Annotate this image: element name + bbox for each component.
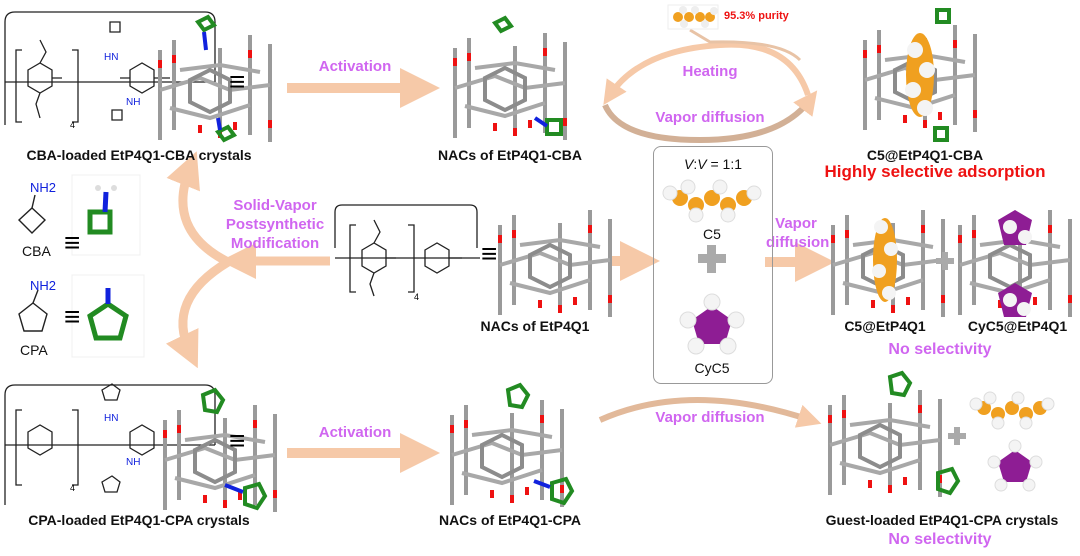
purity-label: 95.3% purity <box>724 10 789 22</box>
nac-cba-model <box>453 15 567 142</box>
repeat-count-bottom: 4 <box>70 483 76 493</box>
cpa-host-model <box>163 387 277 514</box>
vapor-diffusion-label-bottom: Vapor diffusion <box>655 409 765 426</box>
vapor-diffusion-label-mid: Vapor diffusion <box>766 214 830 252</box>
hn-label-top: HN <box>104 52 119 63</box>
recovered-c5-molecule <box>667 4 719 30</box>
equiv-sign-cpa: ≡ <box>64 301 81 332</box>
c5-etp4q1-model <box>831 208 945 319</box>
c5-molecule <box>662 179 762 223</box>
heating-label: Heating <box>682 63 738 80</box>
c5-label: C5 <box>703 226 721 242</box>
vapor-line-1: Vapor <box>775 215 817 232</box>
cba-nh2: NH2 <box>30 180 57 195</box>
nh-label-top: NH <box>126 97 141 108</box>
vapor-diffusion-arc <box>602 90 818 144</box>
repeat-count-mid: 4 <box>414 292 420 302</box>
cyc5-label: CyC5 <box>694 360 730 376</box>
guest-mixture-box <box>653 146 773 384</box>
nh-label-bottom: NH <box>126 457 141 468</box>
modification-arrow-down <box>165 258 231 369</box>
hn-label-bottom: HN <box>104 413 119 424</box>
modification-arrow-up <box>166 151 231 267</box>
vapor-diffusion-label-top: Vapor diffusion <box>655 109 765 126</box>
heating-arc <box>603 41 811 105</box>
etp4q1-host-model <box>498 208 612 319</box>
nac-cba-label: NACs of EtP4Q1-CBA <box>438 147 582 163</box>
c5-cba-label: C5@EtP4Q1-CBA <box>866 147 984 163</box>
nac-etp4q1-label: NACs of EtP4Q1 <box>480 318 590 334</box>
ratio-label: V:V = 1:1 <box>684 156 742 172</box>
cyc5-molecule <box>679 293 745 355</box>
equiv-sign-top: ≡ <box>229 66 246 97</box>
cba-structure <box>17 174 141 256</box>
activation-label-bottom: Activation <box>318 424 392 441</box>
cpa-nh2: NH2 <box>30 278 57 293</box>
guest-loaded-cpa-label: Guest-loaded EtP4Q1-CPA crystals <box>825 512 1059 528</box>
cyc5-molecule-bottom <box>987 439 1043 492</box>
highly-selective-label: Highly selective adsorption <box>824 162 1046 181</box>
top-left-structure <box>4 11 216 125</box>
no-selectivity-mid: No selectivity <box>888 341 992 358</box>
activation-label-top: Activation <box>318 58 392 75</box>
no-selectivity-bottom: No selectivity <box>888 531 992 548</box>
plus-icon-products <box>936 252 954 270</box>
vapor-diffusion-arc-bottom <box>598 397 822 428</box>
c5-molecule-bottom <box>969 391 1055 430</box>
recovery-arrow <box>689 28 802 62</box>
nac-cpa-label: NACs of EtP4Q1-CPA <box>438 512 582 528</box>
cyc5-etp4q1-label: CyC5@EtP4Q1 <box>967 318 1068 334</box>
nac-cpa-model <box>450 382 575 509</box>
cba-host-model <box>158 14 272 144</box>
vapor-line-2: diffusion <box>766 234 830 251</box>
cpa-crystals-label: CPA-loaded EtP4Q1-CPA crystals <box>28 512 250 528</box>
plus-icon-bottom <box>948 427 966 445</box>
guest-loaded-cpa-model <box>828 370 961 499</box>
cba-label: CBA <box>22 243 51 259</box>
cpa-label: CPA <box>20 342 48 358</box>
modification-label-line-1: Solid-Vapor <box>233 197 317 214</box>
plus-icon <box>698 245 726 273</box>
modification-label-line-2: Postsynthetic <box>225 216 325 233</box>
etp4q1-structure <box>334 204 480 297</box>
cpa-structure <box>18 274 145 358</box>
c5-etp4q1-label: C5@EtP4Q1 <box>844 318 926 334</box>
bottom-left-structure <box>4 383 216 505</box>
cyc5-etp4q1-model <box>958 208 1072 319</box>
equiv-sign-cba: ≡ <box>64 227 81 258</box>
equiv-sign-mid: ≡ <box>481 238 498 269</box>
equiv-sign-bottom: ≡ <box>229 425 246 456</box>
modification-label: Solid-Vapor Postsynthetic Modification <box>220 196 330 253</box>
modification-label-line-3: Modification <box>230 235 320 252</box>
repeat-count-top: 4 <box>70 120 76 130</box>
c5-cba-complex-model <box>863 8 977 142</box>
cba-crystals-label: CBA-loaded EtP4Q1-CBA crystals <box>26 147 252 163</box>
